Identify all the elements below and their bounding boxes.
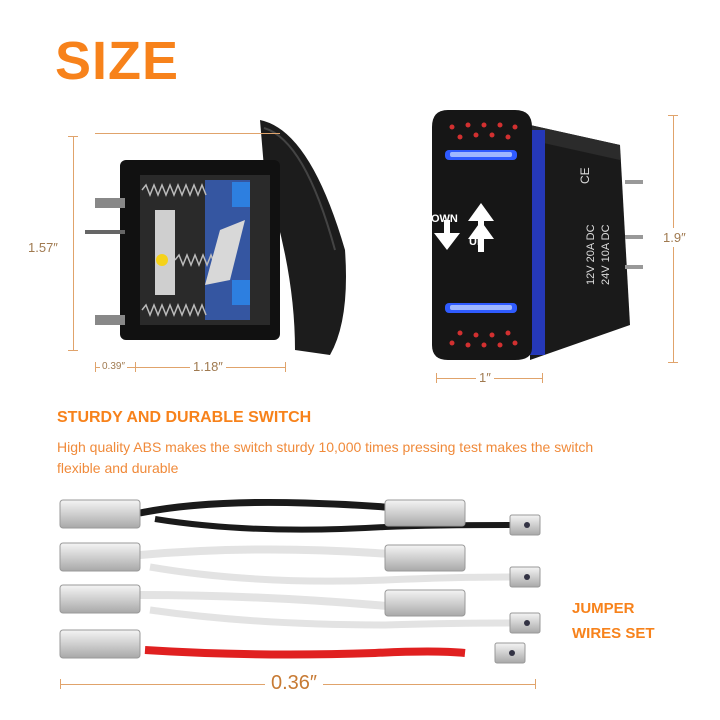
dimension-tick [436, 373, 437, 383]
page-title: SIZE [55, 31, 180, 91]
up-label: UP [469, 236, 485, 248]
dimension-tick [668, 115, 678, 116]
jumper-label-line-1: JUMPER [572, 600, 635, 617]
dimension-line [73, 136, 74, 350]
side-depth-label: 0.39″ [100, 361, 128, 372]
dimension-tick [60, 679, 61, 689]
rating-line-2: 24V 10A DC [600, 224, 612, 285]
jumper-wires-label: JUMPER WIRES SET [572, 596, 655, 646]
ce-mark: CE [578, 167, 592, 184]
dimension-line [95, 133, 280, 134]
dimension-tick [668, 362, 678, 363]
dimension-tick [285, 362, 286, 372]
dimension-tick [68, 350, 78, 351]
side-width-label: 1.18″ [190, 359, 226, 374]
dimension-tick [535, 679, 536, 689]
feature-heading: STURDY AND DURABLE SWITCH [57, 409, 312, 426]
down-label: DOWN [423, 213, 458, 225]
feature-description: High quality ABS makes the switch sturdy… [57, 439, 594, 476]
switch-side-view-image [85, 120, 346, 355]
jumper-wires-image [59, 498, 541, 664]
wire-length-label: 0.36″ [265, 672, 324, 695]
side-height-label: 1.57″ [28, 240, 58, 255]
dimension-tick [542, 373, 543, 383]
dimension-tick [68, 136, 78, 137]
dimension-tick [135, 362, 136, 372]
front-width-label: 1″ [476, 370, 494, 385]
front-height-label: 1.9″ [663, 228, 686, 247]
dimension-tick [95, 362, 96, 372]
jumper-label-line-2: WIRES SET [572, 625, 655, 642]
rating-line-1: 12V 20A DC [585, 224, 597, 285]
switch-front-view-image [432, 110, 643, 360]
